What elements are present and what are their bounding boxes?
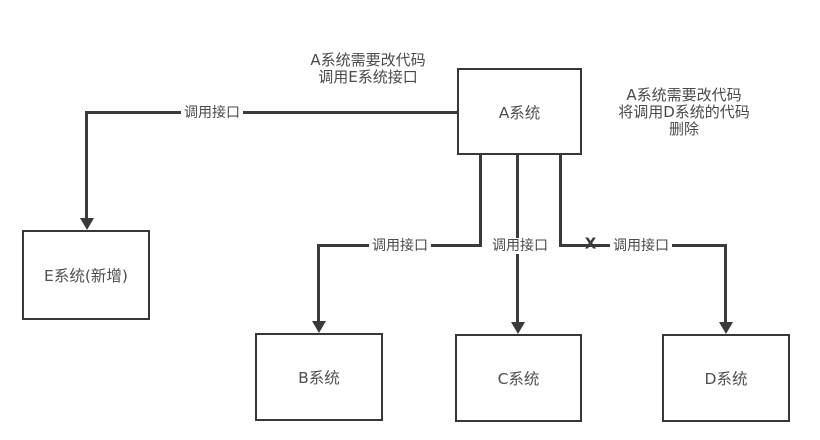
node-a-system: A系统 [457,68,582,155]
edge-a-d-label: 调用接口 [610,238,672,254]
edge-a-d-deleted-cross-mark: X [584,234,597,252]
node-c-system: C系统 [455,334,582,422]
edge-a-e-horizontal-line [85,111,457,114]
node-d-system-label: D系统 [704,370,748,388]
annotation-delete-d-system-call: A系统需要改代码 将调用D系统的代码删除 [618,86,750,138]
edge-a-e-label: 调用接口 [181,105,243,121]
node-d-system: D系统 [662,334,790,422]
node-b-system-label: B系统 [298,369,340,387]
edge-a-b-vertical-line [317,244,320,322]
edge-a-d-arrowhead-icon [718,321,733,334]
edge-a-e-vertical-line [85,111,88,218]
node-b-system: B系统 [255,333,383,421]
edge-a-b-arrowhead-icon [311,320,326,333]
node-e-system-label: E系统(新增) [44,267,128,285]
edge-a-c-label: 调用接口 [489,238,551,254]
node-c-system-label: C系统 [497,370,540,388]
edge-a-c-arrowhead-icon [510,321,525,334]
annotation-call-e-system: A系统需要改代码 调用E系统接口 [310,51,426,86]
node-e-system: E系统(新增) [22,230,150,320]
edge-a-d-vertical-line [724,244,727,322]
edge-a-b-stub-line [479,155,482,246]
edge-a-e-arrowhead-icon [79,217,94,230]
edge-a-b-label: 调用接口 [369,238,431,254]
edge-a-d-stub-line [559,155,562,246]
node-a-system-label: A系统 [498,103,541,122]
